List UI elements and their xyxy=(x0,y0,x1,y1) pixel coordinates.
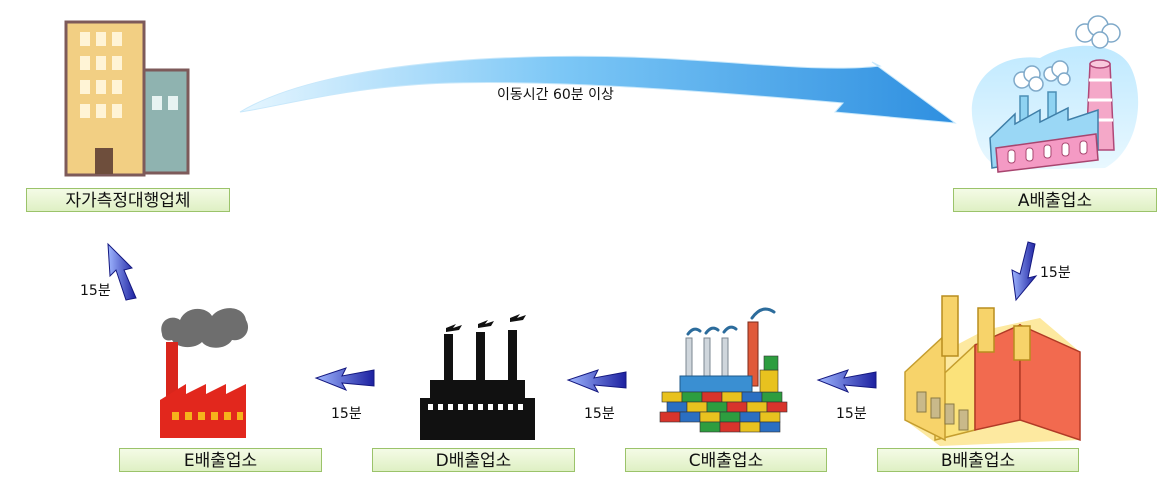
leg-e-source-time: 15분 xyxy=(80,283,111,299)
site-b-label: B배출업소 xyxy=(877,448,1079,472)
office-building-icon xyxy=(64,20,190,177)
leg-d-e-time: 15분 xyxy=(331,406,362,422)
factory-b-icon xyxy=(904,295,1081,446)
site-c-label: C배출업소 xyxy=(625,448,827,472)
arrow-b-to-c xyxy=(816,369,877,393)
factory-e-icon xyxy=(160,308,249,438)
leg-a-b-time: 15분 xyxy=(1040,265,1071,281)
long-arrow-text: 이동시간 60분 이상 xyxy=(497,87,614,103)
arrow-c-to-d xyxy=(566,369,627,393)
arrow-e-to-source xyxy=(107,242,137,301)
site-a-label: A배출업소 xyxy=(953,188,1157,212)
factory-d-icon xyxy=(420,314,535,440)
site-d-label: D배출업소 xyxy=(372,448,575,472)
site-e-label: E배출업소 xyxy=(119,448,322,472)
long-curved-arrow xyxy=(239,55,957,124)
arrow-d-to-e xyxy=(314,367,375,391)
arrow-a-to-b xyxy=(1011,241,1038,302)
factory-a-icon xyxy=(971,15,1139,173)
factory-c-icon xyxy=(659,307,788,433)
leg-c-d-time: 15분 xyxy=(584,406,615,422)
leg-b-c-time: 15분 xyxy=(836,406,867,422)
source-label: 자가측정대행업체 xyxy=(26,188,230,212)
